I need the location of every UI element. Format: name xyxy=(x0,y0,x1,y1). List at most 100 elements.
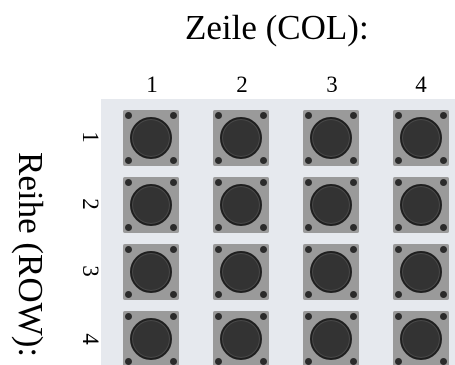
pin-dot xyxy=(440,246,447,253)
button-cap xyxy=(130,184,172,226)
key-r1-c2[interactable] xyxy=(213,110,269,166)
button-cap xyxy=(220,117,262,159)
row-axis-title: Reihe (ROW): xyxy=(11,152,50,358)
key-r3-c1[interactable] xyxy=(123,244,179,300)
key-r2-c3[interactable] xyxy=(303,177,359,233)
pin-dot xyxy=(215,246,222,253)
pin-dot xyxy=(395,224,402,231)
pin-dot xyxy=(350,157,357,164)
pin-dot xyxy=(395,112,402,119)
pin-dot xyxy=(125,358,132,365)
key-r1-c1[interactable] xyxy=(123,110,179,166)
key-r4-c2[interactable] xyxy=(213,311,269,365)
pin-dot xyxy=(350,313,357,320)
button-cap xyxy=(310,251,352,293)
pin-dot xyxy=(305,179,312,186)
pin-dot xyxy=(350,358,357,365)
pin-dot xyxy=(170,224,177,231)
pin-dot xyxy=(215,291,222,298)
pin-dot xyxy=(395,313,402,320)
pin-dot xyxy=(305,112,312,119)
pin-dot xyxy=(395,246,402,253)
pin-dot xyxy=(395,179,402,186)
button-cap xyxy=(130,117,172,159)
key-r3-c4[interactable] xyxy=(393,244,449,300)
button-cap xyxy=(310,318,352,360)
column-label-4: 4 xyxy=(415,72,427,97)
key-r4-c3[interactable] xyxy=(303,311,359,365)
column-axis-title: Zeile (COL): xyxy=(185,8,369,47)
button-cap xyxy=(130,318,172,360)
pin-dot xyxy=(350,291,357,298)
button-cap xyxy=(220,184,262,226)
pin-dot xyxy=(170,112,177,119)
key-r4-c1[interactable] xyxy=(123,311,179,365)
pin-dot xyxy=(260,112,267,119)
row-label-2: 2 xyxy=(78,198,103,210)
pin-dot xyxy=(125,224,132,231)
pin-dot xyxy=(440,291,447,298)
row-label-4: 4 xyxy=(78,333,103,345)
key-r2-c1[interactable] xyxy=(123,177,179,233)
pin-dot xyxy=(170,313,177,320)
pin-dot xyxy=(125,179,132,186)
button-cap xyxy=(130,251,172,293)
pin-dot xyxy=(305,246,312,253)
pin-dot xyxy=(440,313,447,320)
pin-dot xyxy=(305,313,312,320)
pin-dot xyxy=(440,358,447,365)
pin-dot xyxy=(305,157,312,164)
pin-dot xyxy=(395,291,402,298)
pin-dot xyxy=(125,246,132,253)
pin-dot xyxy=(395,358,402,365)
pin-dot xyxy=(125,291,132,298)
button-cap xyxy=(310,184,352,226)
pin-dot xyxy=(215,157,222,164)
key-r3-c2[interactable] xyxy=(213,244,269,300)
pin-dot xyxy=(125,313,132,320)
pin-dot xyxy=(260,358,267,365)
pin-dot xyxy=(215,358,222,365)
pin-dot xyxy=(125,112,132,119)
button-cap xyxy=(310,117,352,159)
key-r4-c4[interactable] xyxy=(393,311,449,365)
pin-dot xyxy=(305,224,312,231)
key-r1-c4[interactable] xyxy=(393,110,449,166)
pin-dot xyxy=(395,157,402,164)
key-r1-c3[interactable] xyxy=(303,110,359,166)
pin-dot xyxy=(350,112,357,119)
key-r3-c3[interactable] xyxy=(303,244,359,300)
button-cap xyxy=(220,318,262,360)
pin-dot xyxy=(440,157,447,164)
pin-dot xyxy=(170,358,177,365)
pin-dot xyxy=(350,246,357,253)
pin-dot xyxy=(215,313,222,320)
column-label-3: 3 xyxy=(326,72,338,97)
pin-dot xyxy=(170,246,177,253)
key-r2-c2[interactable] xyxy=(213,177,269,233)
pin-dot xyxy=(170,179,177,186)
key-r2-c4[interactable] xyxy=(393,177,449,233)
pin-dot xyxy=(440,179,447,186)
pin-dot xyxy=(305,358,312,365)
row-label-3: 3 xyxy=(78,265,103,277)
pin-dot xyxy=(305,291,312,298)
pin-dot xyxy=(260,179,267,186)
pin-dot xyxy=(440,112,447,119)
pin-dot xyxy=(125,157,132,164)
column-label-2: 2 xyxy=(236,72,248,97)
keypad-board xyxy=(101,99,455,365)
pin-dot xyxy=(260,313,267,320)
pin-dot xyxy=(440,224,447,231)
pin-dot xyxy=(260,224,267,231)
pin-dot xyxy=(350,179,357,186)
pin-dot xyxy=(170,291,177,298)
row-label-1: 1 xyxy=(78,131,103,143)
column-label-1: 1 xyxy=(146,72,158,97)
pin-dot xyxy=(215,112,222,119)
pin-dot xyxy=(350,224,357,231)
pin-dot xyxy=(170,157,177,164)
button-cap xyxy=(400,184,442,226)
pin-dot xyxy=(260,157,267,164)
button-cap xyxy=(220,251,262,293)
